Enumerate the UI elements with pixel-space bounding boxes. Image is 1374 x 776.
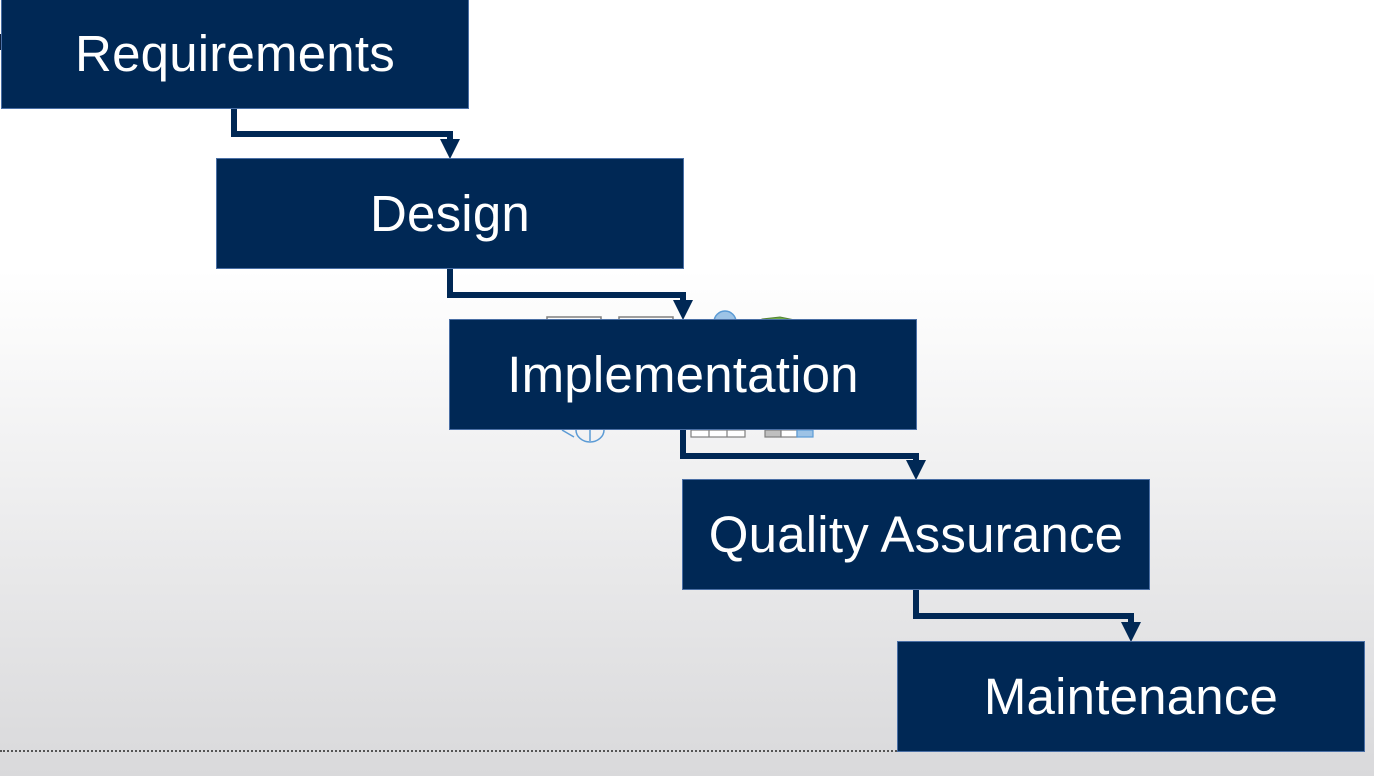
phase-box-quality-assurance: Quality Assurance <box>682 479 1150 590</box>
connector-qa-to-maintenance <box>913 590 1134 627</box>
footer-dotted-divider <box>0 750 897 752</box>
clipart-globe-icon <box>561 429 605 443</box>
phase-label-quality-assurance: Quality Assurance <box>708 506 1124 563</box>
clipart-spreadsheet-icon <box>764 429 814 438</box>
connector-implementation-to-qa <box>680 430 919 465</box>
arrowhead-maintenance <box>1121 622 1141 642</box>
phase-box-requirements: Requirements <box>1 0 469 109</box>
connector-design-to-implementation <box>447 269 686 305</box>
phase-label-implementation: Implementation <box>507 346 859 403</box>
phase-box-design: Design <box>216 158 684 269</box>
clipart-table-icon <box>690 429 746 438</box>
connector-requirements-to-design <box>231 109 453 144</box>
phase-box-implementation: Implementation <box>449 319 917 430</box>
arrowhead-implementation <box>673 300 693 320</box>
phase-label-requirements: Requirements <box>75 25 395 82</box>
arrowhead-design <box>440 139 460 159</box>
phase-label-design: Design <box>370 185 530 242</box>
phase-box-maintenance: Maintenance <box>897 641 1365 752</box>
phase-label-maintenance: Maintenance <box>983 668 1279 725</box>
arrowhead-qa <box>906 460 926 480</box>
